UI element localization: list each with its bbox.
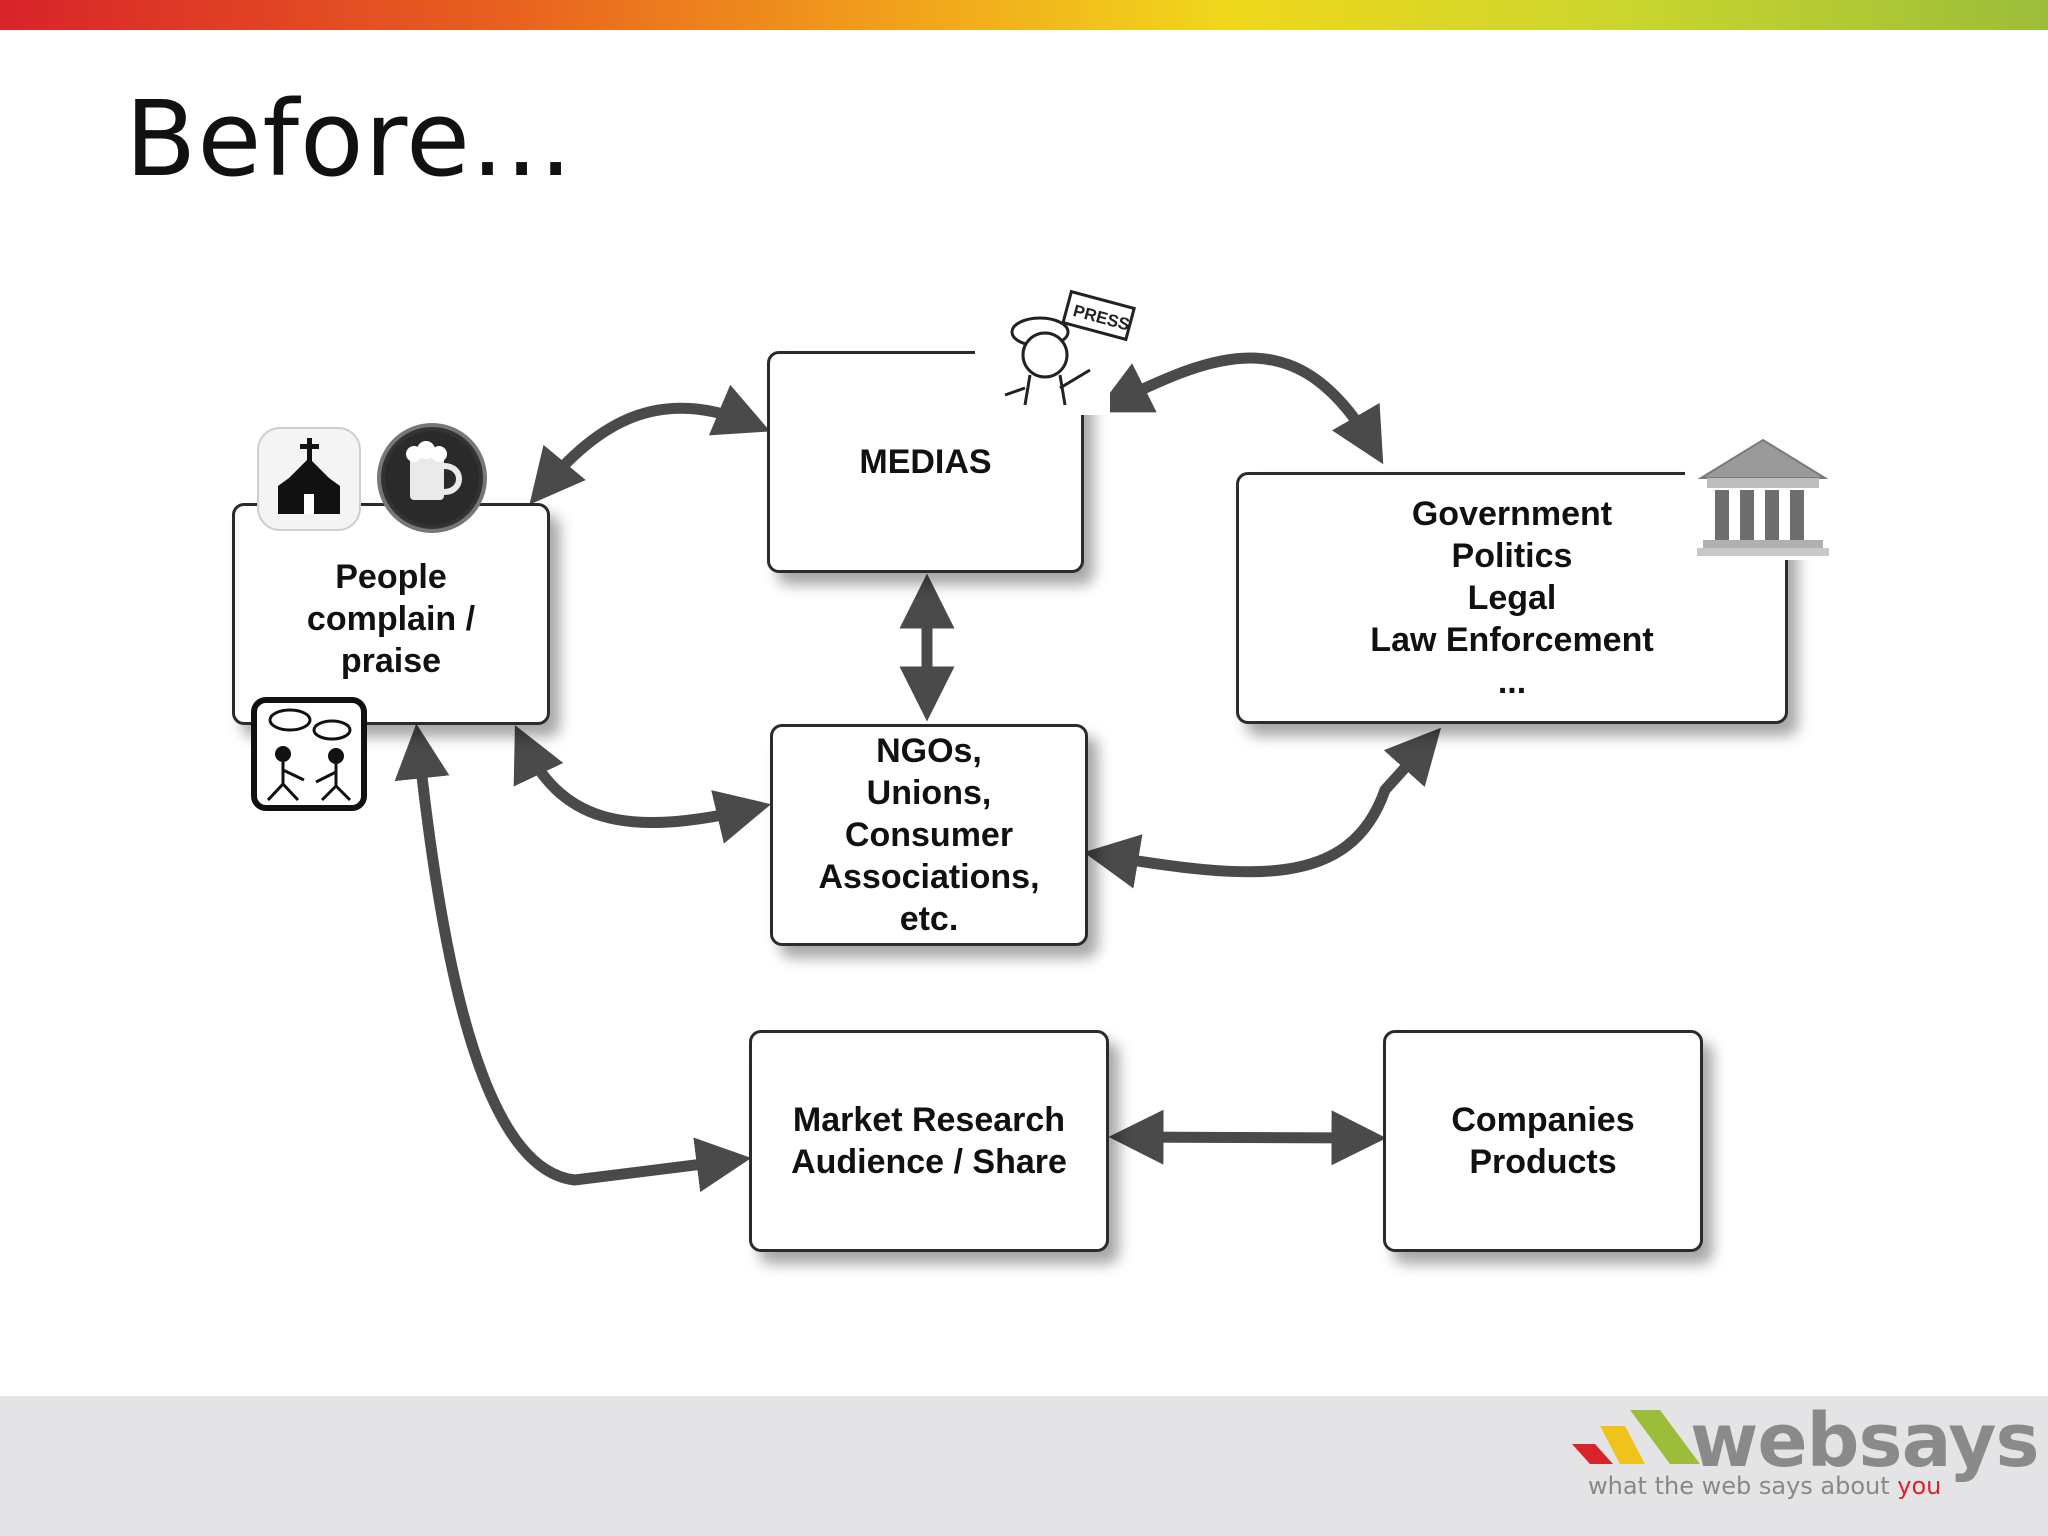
websays-logo-text: websays xyxy=(1690,1398,2040,1484)
arrow-people-market xyxy=(394,723,752,1193)
arrow-people-medias xyxy=(529,384,771,505)
government-building-icon xyxy=(1685,430,1840,560)
arrow-medias-government xyxy=(1095,352,1384,465)
slide-title: Before... xyxy=(125,78,574,200)
node-government: Government Politics Legal Law Enforcemen… xyxy=(1236,472,1788,724)
top-gradient-bar xyxy=(0,0,2048,30)
node-ngos: NGOs, Unions, Consumer Associations, etc… xyxy=(770,724,1088,946)
arrow-ngos-government xyxy=(1083,727,1442,889)
footer-band xyxy=(0,1396,2048,1536)
node-people: People complain / praise xyxy=(232,503,550,725)
beer-mug-icon xyxy=(377,423,487,533)
node-companies: Companies Products xyxy=(1383,1030,1703,1252)
church-icon xyxy=(257,427,361,531)
arrow-market-companies xyxy=(1108,1109,1387,1166)
press-icon: PRESS xyxy=(975,289,1136,415)
websays-tagline: what the web says about you xyxy=(1588,1472,1942,1500)
conversation-icon xyxy=(251,697,367,811)
node-market-research: Market Research Audience / Share xyxy=(749,1030,1109,1252)
